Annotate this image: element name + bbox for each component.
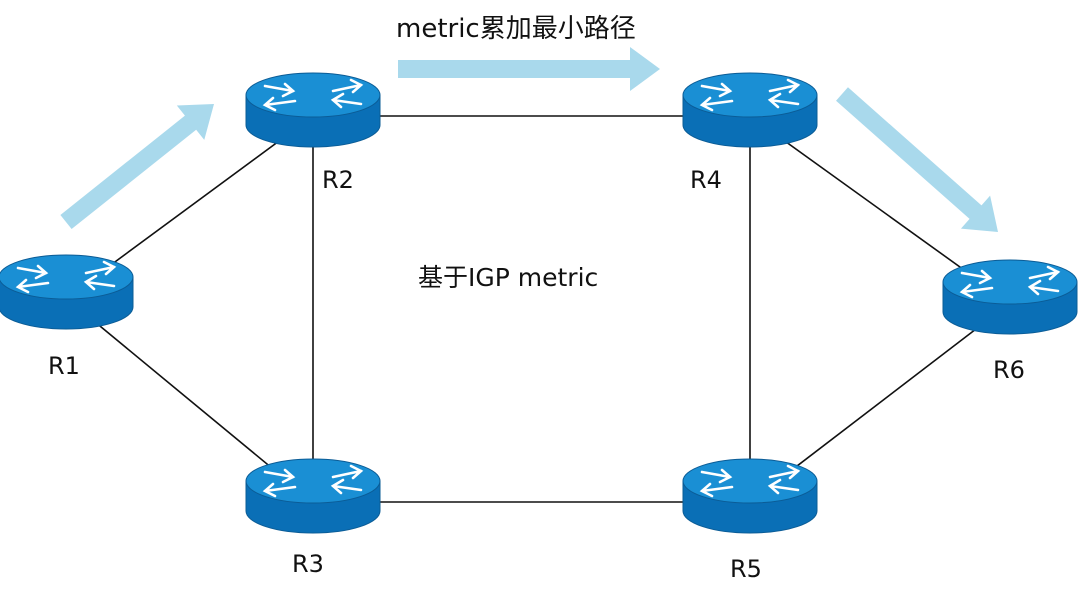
links-layer xyxy=(65,115,1011,503)
router-arrows-icon xyxy=(699,78,801,112)
router-icon-r2 xyxy=(245,72,381,148)
router-label-r5: R5 xyxy=(730,555,762,583)
path-title: metric累加最小路径 xyxy=(396,14,636,44)
router-icon-r5 xyxy=(682,458,818,534)
routers-layer xyxy=(0,72,1078,534)
router-arrows-icon xyxy=(959,265,1061,299)
router-label-r3: R3 xyxy=(292,550,324,578)
router-icon-r6 xyxy=(942,259,1078,335)
center-label: 基于IGP metric xyxy=(418,263,599,292)
path-arrow-1 xyxy=(60,103,215,230)
router-arrows-icon xyxy=(699,464,801,498)
path-arrow-2 xyxy=(398,47,660,91)
path-arrows-layer xyxy=(60,47,999,233)
router-arrows-icon xyxy=(15,260,117,294)
router-label-r1: R1 xyxy=(48,352,80,380)
router-label-r6: R6 xyxy=(993,356,1025,384)
router-icon-r1 xyxy=(0,254,134,330)
router-label-r2: R2 xyxy=(322,166,354,194)
router-icon-r3 xyxy=(245,458,381,534)
router-arrows-icon xyxy=(262,464,364,498)
path-arrow-3 xyxy=(836,87,999,233)
router-label-r4: R4 xyxy=(690,166,722,194)
router-icon-r4 xyxy=(682,72,818,148)
router-arrows-icon xyxy=(262,78,364,112)
